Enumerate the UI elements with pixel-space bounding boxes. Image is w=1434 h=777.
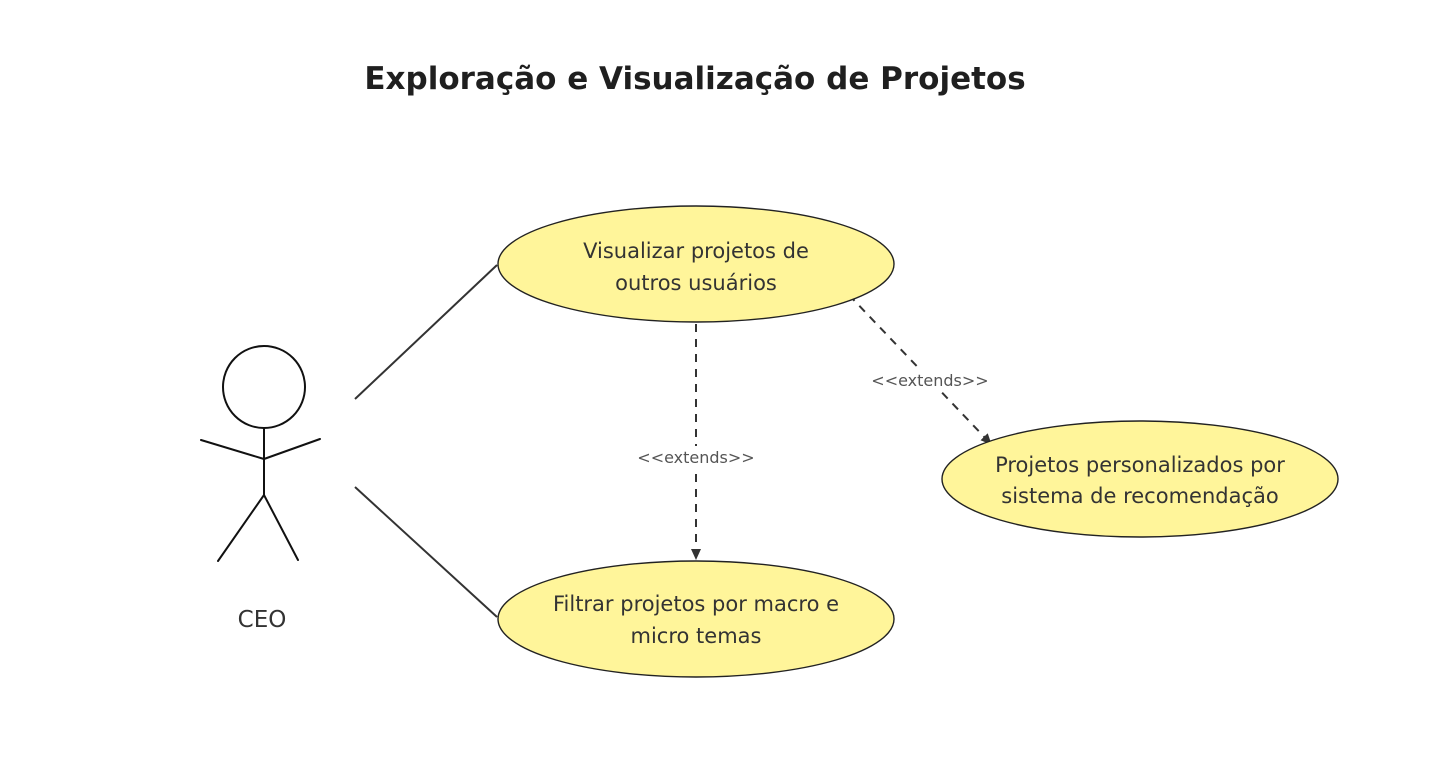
actor-ceo[interactable]: CEO bbox=[200, 345, 321, 633]
use-case-label-line: Filtrar projetos por macro e bbox=[553, 592, 839, 616]
use-case-label-line: micro temas bbox=[631, 624, 762, 648]
use-case-personalizados[interactable]: Projetos personalizados por sistema de r… bbox=[941, 420, 1339, 538]
diagram-title: Exploração e Visualização de Projetos bbox=[364, 61, 1025, 97]
use-case-visualizar[interactable]: Visualizar projetos de outros usuários bbox=[497, 205, 895, 323]
use-case-filtrar[interactable]: Filtrar projetos por macro e micro temas bbox=[497, 560, 895, 678]
actor-label: CEO bbox=[238, 607, 287, 633]
use-case-label-line: sistema de recomendação bbox=[1001, 484, 1278, 508]
use-case-label-line: outros usuários bbox=[615, 271, 777, 295]
association-line-filtrar bbox=[354, 486, 498, 618]
use-case-label-line: Visualizar projetos de bbox=[583, 239, 809, 263]
association-line-visualizar bbox=[354, 264, 498, 400]
stick-figure-icon bbox=[200, 345, 321, 562]
label-background bbox=[636, 446, 756, 468]
extends-label-filtrar: <<extends>> bbox=[637, 448, 754, 467]
label-background bbox=[870, 369, 990, 391]
extends-arrow-personalizados bbox=[848, 294, 992, 445]
use-case-label-line: Projetos personalizados por bbox=[995, 453, 1285, 477]
extends-label-personalizados: <<extends>> bbox=[871, 371, 988, 390]
